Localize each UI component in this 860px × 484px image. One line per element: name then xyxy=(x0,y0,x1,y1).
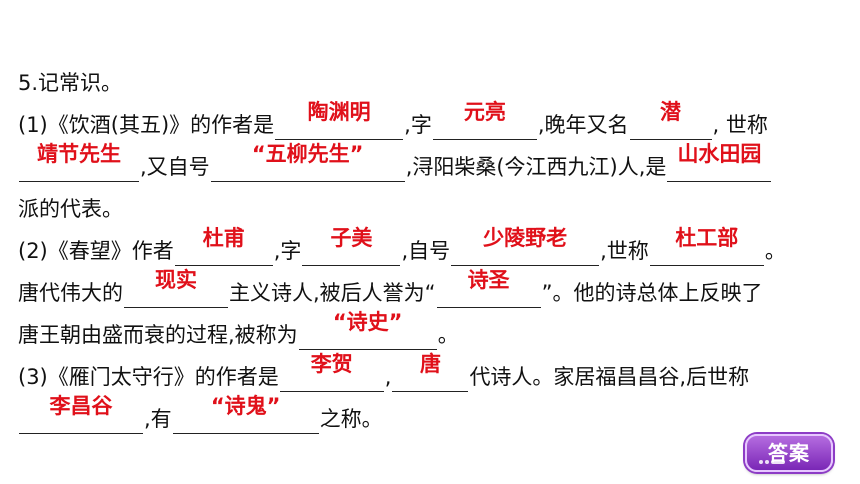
blank-honor: 诗圣 xyxy=(436,268,541,308)
blank-poet-title: 杜工部 xyxy=(649,226,764,266)
blank-courtesy-name: 元亮 xyxy=(432,100,537,140)
answer-ism: 现实 xyxy=(155,268,197,292)
part1-line3: 派的代表。 xyxy=(18,197,123,221)
part2-line3: 唐王朝由盛而衰的过程,被称为“诗史”。 xyxy=(18,310,459,350)
answer-poet-courtesy: 子美 xyxy=(330,226,373,250)
part3-line2: 李昌谷,有“诗鬼”之称。 xyxy=(18,394,383,434)
answer-poetry-history: “诗史” xyxy=(332,310,403,334)
part1-line1: (1)《饮酒(其五)》的作者是陶渊明,字元亮,晚年又名潜, 世称 xyxy=(18,100,768,140)
answer-honor: 诗圣 xyxy=(467,268,510,292)
blank-li-author: 李贺 xyxy=(279,352,384,392)
blank-poetry-history: “诗史” xyxy=(298,310,437,350)
part2-line1: (2)《春望》作者杜甫,字子美,自号少陵野老,世称杜工部。 xyxy=(18,226,786,266)
button-gloss xyxy=(759,440,787,474)
blank-school: 山水田园 xyxy=(667,142,772,182)
answer-poet-title: 杜工部 xyxy=(675,226,739,250)
blank-author: 陶渊明 xyxy=(275,100,404,140)
blank-title: 靖节先生 xyxy=(19,142,139,182)
blank-self-name: “五柳先生” xyxy=(210,142,405,182)
answer-author: 陶渊明 xyxy=(307,100,371,124)
answer-self-name: “五柳先生” xyxy=(251,142,364,166)
answer-li-author: 李贺 xyxy=(310,352,353,376)
answer-poet: 杜甫 xyxy=(202,226,245,250)
part1-line2: 靖节先生,又自号“五柳先生”,浔阳柴桑(今江西九江)人,是山水田园 xyxy=(18,142,772,182)
blank-poet-courtesy: 子美 xyxy=(302,226,401,266)
blank-poet: 杜甫 xyxy=(174,226,273,266)
answer-button[interactable]: 答案 xyxy=(745,434,833,472)
blank-ism: 现实 xyxy=(124,268,228,308)
blank-dynasty: 唐 xyxy=(392,352,469,392)
answer-li-title: 李昌谷 xyxy=(49,394,113,418)
part3-line1: (3)《雁门太守行》的作者是李贺,唐代诗人。家居福昌昌谷,后世称 xyxy=(18,352,749,392)
blank-li-title: 李昌谷 xyxy=(19,394,143,434)
answer-li-nickname: “诗鬼” xyxy=(210,394,281,418)
blank-poet-self-name: 少陵野老 xyxy=(451,226,600,266)
answer-courtesy-name: 元亮 xyxy=(463,100,506,124)
question-heading: 5.记常识。 xyxy=(18,71,123,95)
blank-later-name: 潜 xyxy=(629,100,712,140)
answer-title: 靖节先生 xyxy=(37,142,121,166)
answer-later-name: 潜 xyxy=(660,100,682,124)
answer-school: 山水田园 xyxy=(677,142,762,166)
blank-li-nickname: “诗鬼” xyxy=(172,394,319,434)
part2-line2: 唐代伟大的现实主义诗人,被后人誉为“诗圣”。他的诗总体上反映了 xyxy=(18,268,762,308)
answer-dynasty: 唐 xyxy=(419,352,441,376)
answer-poet-self-name: 少陵野老 xyxy=(483,226,568,250)
